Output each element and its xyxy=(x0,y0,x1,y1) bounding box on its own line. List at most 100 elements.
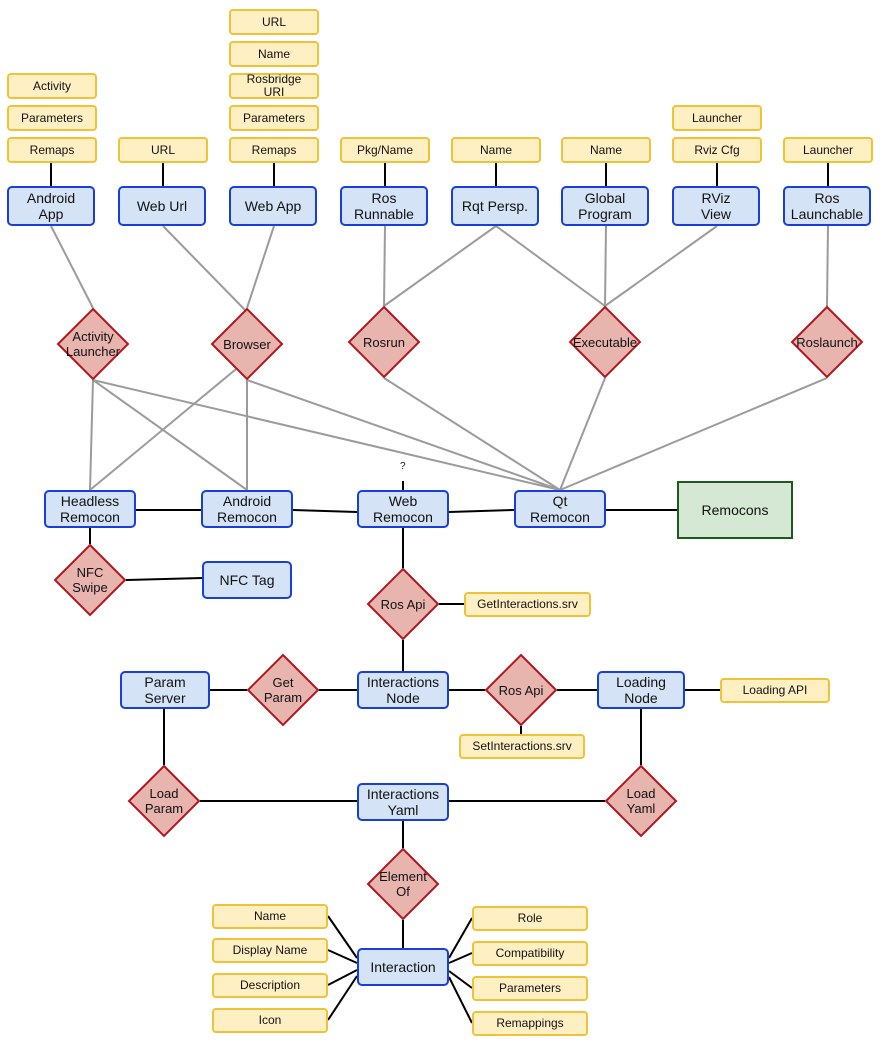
relationship-diamond-shape xyxy=(604,764,678,838)
relationship-ros-api-mid: Ros Api xyxy=(484,653,558,727)
connector-line xyxy=(495,225,606,307)
entity-global-program: Global Program xyxy=(561,186,649,226)
attribute-role: Role xyxy=(472,906,588,931)
entity-headless-remocon: Headless Remocon xyxy=(44,490,136,528)
connector-line xyxy=(125,577,203,581)
attribute-name-global: Name xyxy=(561,137,651,163)
connector-line xyxy=(327,915,358,959)
entity-interaction: Interaction xyxy=(357,948,449,986)
relationship-label: NFC Swipe xyxy=(72,565,108,595)
attribute-icon: Icon xyxy=(212,1008,328,1033)
attribute-remaps-webapp: Remaps xyxy=(229,137,319,163)
relationship-get-param: Get Param xyxy=(246,653,320,727)
entity-web-url: Web Url xyxy=(118,186,206,226)
connector-line xyxy=(383,225,386,307)
relationship-label: Executable xyxy=(572,334,638,350)
connector-line xyxy=(559,377,828,491)
relationship-diamond-shape xyxy=(366,847,440,921)
relationship-diamond-shape xyxy=(347,305,421,379)
relationship-label: Activity Launcher xyxy=(65,329,121,359)
entity-android-app: Android App xyxy=(7,186,95,226)
attribute-set-interactions: SetInteractions.srv xyxy=(459,734,585,759)
connector-line xyxy=(383,225,497,307)
relationship-ros-api-top: Ros Api xyxy=(366,567,440,641)
entity-qt-remocon: Qt Remocon xyxy=(514,490,606,528)
connector-line xyxy=(246,225,275,309)
relationship-load-yaml: Load Yaml xyxy=(604,764,678,838)
relationship-executable: Executable xyxy=(568,305,642,379)
attribute-pkg-name: Pkg/Name xyxy=(340,137,430,163)
entity-interactions-node: Interactions Node xyxy=(357,671,449,709)
relationship-diamond-shape xyxy=(568,305,642,379)
connector-lines xyxy=(50,163,829,1024)
attribute-name-int: Name xyxy=(212,904,328,929)
relationship-label: Load Yaml xyxy=(626,786,656,816)
connector-line xyxy=(92,379,248,491)
relationship-label: Browser xyxy=(223,336,271,352)
relationship-diamond-shape xyxy=(484,653,558,727)
entity-web-remocon: Web Remocon xyxy=(357,490,449,528)
entity-rviz-view: RViz View xyxy=(672,186,760,226)
connector-line xyxy=(383,377,561,491)
attribute-parameters-android: Parameters xyxy=(7,105,97,131)
relationship-label: Rosrun xyxy=(363,334,405,350)
entity-web-app: Web App xyxy=(229,186,317,226)
attribute-name-webapp: Name xyxy=(229,41,319,67)
connector-line xyxy=(327,949,358,964)
attribute-display-name: Display Name xyxy=(212,938,328,963)
entity-ros-runnable: Ros Runnable xyxy=(340,186,428,226)
attribute-url-weburl: URL xyxy=(118,137,208,163)
entity-param-server: Param Server xyxy=(120,671,210,709)
connector-line xyxy=(327,969,358,986)
relationship-diamond-shape xyxy=(790,305,864,379)
attribute-remappings: Remappings xyxy=(472,1011,588,1036)
connector-line xyxy=(559,377,606,491)
connector-line xyxy=(604,225,607,307)
relationship-load-param: Load Param xyxy=(127,764,201,838)
attribute-loading-api: Loading API xyxy=(720,678,830,703)
entity-interactions-yaml: Interactions Yaml xyxy=(357,783,449,821)
connector-line xyxy=(448,952,473,964)
relationship-diamond-shape xyxy=(127,764,201,838)
connector-line xyxy=(89,379,94,491)
attribute-parameters-int: Parameters xyxy=(472,976,588,1001)
relationship-diamond-shape xyxy=(53,543,127,617)
attribute-rosbridge-uri: Rosbridge URI xyxy=(229,73,319,99)
attribute-parameters-webapp: Parameters xyxy=(229,105,319,131)
relationship-label: Load Param xyxy=(144,786,184,816)
relationship-diamond-shape xyxy=(366,567,440,641)
web-remocon-question-mark: ? xyxy=(400,461,406,472)
relationship-nfc-swipe: NFC Swipe xyxy=(53,543,127,617)
entity-loading-node: Loading Node xyxy=(597,671,685,709)
connector-line xyxy=(327,975,358,1021)
connector-line xyxy=(448,970,473,989)
relationship-diamond-shape xyxy=(246,653,320,727)
attribute-compatibility: Compatibility xyxy=(472,941,588,966)
relationship-browser: Browser xyxy=(210,307,284,381)
group-remocons: Remocons xyxy=(677,481,793,539)
attribute-rviz-cfg: Rviz Cfg xyxy=(672,137,762,163)
relationship-label: Get Param xyxy=(263,675,303,705)
relationship-label: Ros Api xyxy=(498,682,544,698)
connector-line xyxy=(292,509,358,513)
connector-line xyxy=(448,917,473,959)
attribute-name-rqt: Name xyxy=(451,137,541,163)
attribute-launcher-ros: Launcher xyxy=(783,137,873,163)
entity-rqt-persp: Rqt Persp. xyxy=(451,186,539,226)
relationship-label: Roslaunch xyxy=(796,334,858,350)
relationship-roslaunch: Roslaunch xyxy=(790,305,864,379)
connector-line xyxy=(162,225,248,313)
attribute-launcher-rviz: Launcher xyxy=(672,105,762,131)
attribute-remaps-android: Remaps xyxy=(7,137,97,163)
entity-android-remocon: Android Remocon xyxy=(201,490,293,528)
entity-nfc-tag: NFC Tag xyxy=(202,561,292,599)
attribute-description: Description xyxy=(212,973,328,998)
relationship-element-of: Element Of xyxy=(366,847,440,921)
attribute-url-webapp: URL xyxy=(229,9,319,35)
relationship-activity-launcher: Activity Launcher xyxy=(56,307,130,381)
connector-line xyxy=(50,225,94,309)
connector-line xyxy=(448,509,515,513)
connector-line xyxy=(89,359,248,491)
relationship-rosrun: Rosrun xyxy=(347,305,421,379)
